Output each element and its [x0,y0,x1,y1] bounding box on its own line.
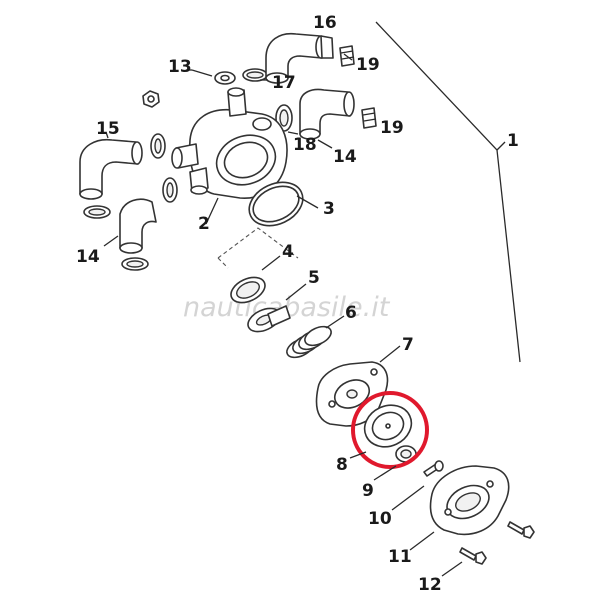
assembly-guide-dashed [217,227,299,259]
part-19-fitting-right [361,107,377,129]
callout-12: 12 [418,575,442,595]
part-14-elbow-hose-right [299,88,355,140]
part-14-elbow-hose-left [119,198,157,254]
leader-12 [441,561,463,577]
leader-10 [391,485,425,511]
leader-4 [261,255,281,271]
part-13-washer [214,71,236,85]
callout-14-left: 14 [76,247,100,267]
part-15-clamp [83,205,111,219]
callout-2: 2 [198,214,210,234]
callout-9: 9 [362,481,374,501]
part-15-clamp-right [150,133,166,159]
callout-13: 13 [168,57,192,77]
leader-7 [379,345,401,363]
callout-16: 16 [313,13,337,33]
leader-2 [205,197,219,225]
part-11-end-cap [429,465,510,536]
part-7-cover-plate [315,361,389,427]
callout-1: 1 [507,131,519,151]
callout-14-right: 14 [333,147,357,167]
callout-4: 4 [282,242,294,262]
part-17-clamp [242,68,268,82]
leader-5 [285,283,307,301]
leader-1 [496,141,506,151]
leader-15 [105,131,109,139]
callout-5: 5 [308,268,320,288]
callout-18: 18 [293,135,317,155]
callout-19-top: 19 [356,55,380,75]
part-12-bolt-lower [459,547,487,565]
callout-6: 6 [345,303,357,323]
callout-3: 3 [323,199,335,219]
callout-11: 11 [388,547,412,567]
leader-11 [409,531,435,551]
leader-18 [287,131,299,135]
highlight-circle [351,391,429,469]
callout-19-right: 19 [380,118,404,138]
part-2-housing [171,87,288,199]
part-8-gasket [363,404,413,448]
part-15-elbow-hose [79,138,143,200]
part-clamp-lower-left [162,177,178,203]
assembly-bracket [375,21,521,363]
part-10-screw [423,460,444,477]
leader-13 [191,69,213,77]
callout-7: 7 [402,335,414,355]
part-3-o-ring [248,181,304,227]
leader-14-left [103,235,119,247]
leader-14-right [317,139,333,149]
leader-6 [325,315,345,329]
part-6-spring [286,325,332,359]
callout-10: 10 [368,509,392,529]
part-12-bolt-right [507,521,535,539]
part-14-clamp-left [121,257,149,271]
part-16-elbow-hose [265,32,334,84]
callout-15: 15 [96,119,120,139]
callout-17: 17 [272,73,296,93]
part-5-thermostat [247,305,291,333]
part-13-nut [142,90,160,108]
leader-9 [373,465,397,481]
leader-8 [349,451,367,459]
leader-3 [296,195,319,209]
part-4-gasket [230,276,266,304]
callout-8: 8 [336,455,348,475]
